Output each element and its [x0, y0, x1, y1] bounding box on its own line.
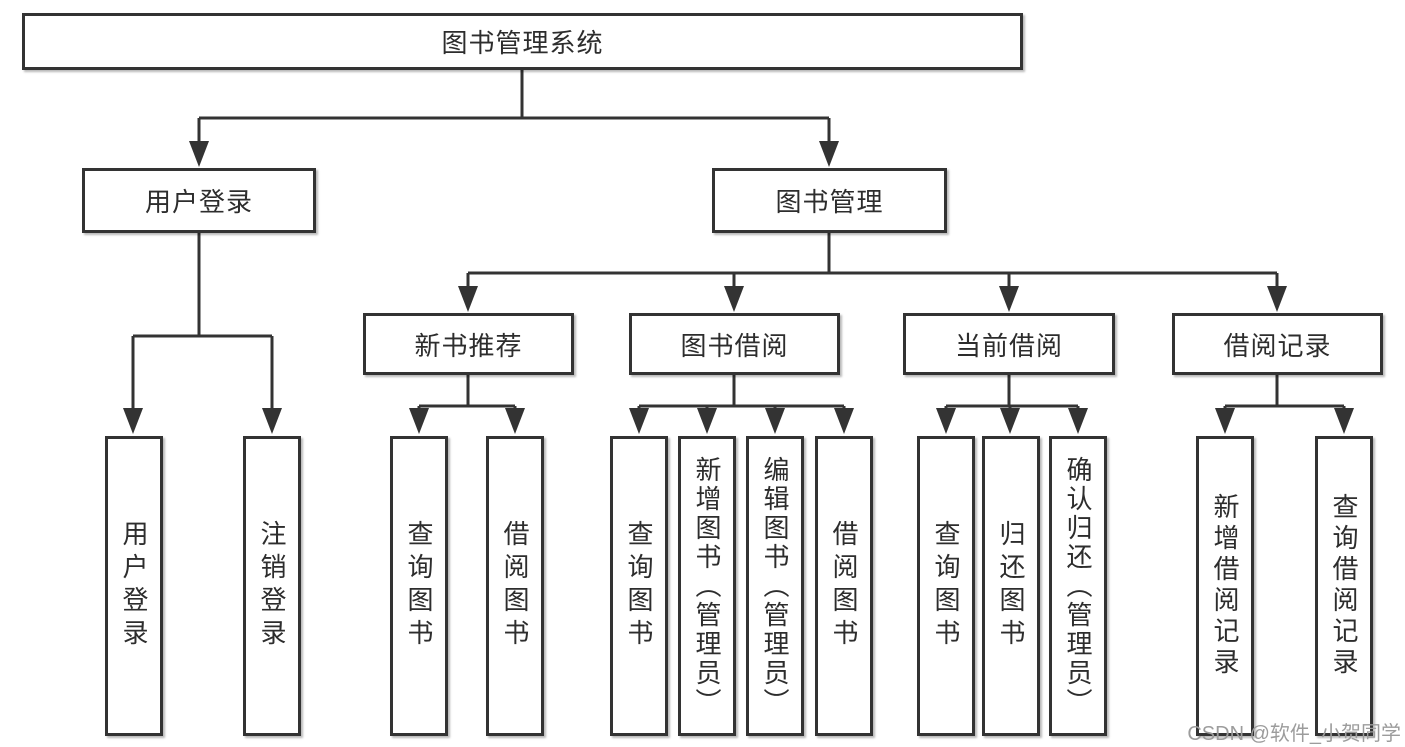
- leaf-label: 确认归还（管理员）: [1063, 455, 1093, 717]
- connectors-new-book: [409, 375, 525, 434]
- node-library-system: 图书管理系统: [22, 13, 1023, 70]
- leaf-confirm-return-admin: 确认归还（管理员）: [1049, 436, 1107, 736]
- leaf-label: 借阅图书: [500, 520, 530, 652]
- connectors-borrow-records: [1215, 375, 1354, 434]
- leaf-label: 编辑图书（管理员）: [760, 455, 790, 717]
- leaf-label: 查询图书: [404, 520, 434, 652]
- leaf-label: 新增图书（管理员）: [692, 455, 722, 717]
- leaf-label: 查询图书: [624, 520, 654, 652]
- leaf-add-books-admin: 新增图书（管理员）: [678, 436, 736, 736]
- leaf-logout-login: 注销登录: [243, 436, 301, 736]
- leaf-borrow-books-1: 借阅图书: [486, 436, 544, 736]
- leaf-add-borrow-record: 新增借阅记录: [1196, 436, 1254, 736]
- leaf-user-login: 用户登录: [105, 436, 163, 736]
- csdn-watermark: CSDN @软件_小贺同学: [1187, 723, 1401, 745]
- connectors-user-login: [123, 233, 282, 434]
- node-book-borrowing: 图书借阅: [629, 313, 840, 375]
- node-new-book-recommendation: 新书推荐: [363, 313, 574, 375]
- leaf-return-books: 归还图书: [982, 436, 1040, 736]
- leaf-query-books-1: 查询图书: [390, 436, 448, 736]
- leaf-query-books-3: 查询图书: [917, 436, 975, 736]
- leaf-borrow-books-2: 借阅图书: [815, 436, 873, 736]
- connectors-book-borrow: [629, 375, 854, 434]
- leaf-label: 查询图书: [931, 520, 961, 652]
- leaf-label: 归还图书: [996, 520, 1026, 652]
- node-book-management: 图书管理: [712, 168, 947, 233]
- node-current-borrowing: 当前借阅: [903, 313, 1115, 375]
- connectors-root: [189, 70, 839, 167]
- leaf-label: 注销登录: [257, 520, 287, 652]
- node-user-login: 用户登录: [82, 168, 316, 233]
- leaf-label: 新增借阅记录: [1210, 493, 1240, 679]
- leaf-label: 查询借阅记录: [1329, 493, 1359, 679]
- connectors-book-management: [458, 233, 1287, 312]
- leaf-edit-books-admin: 编辑图书（管理员）: [746, 436, 804, 736]
- leaf-query-books-2: 查询图书: [610, 436, 668, 736]
- leaf-label: 用户登录: [119, 520, 149, 652]
- connectors-current-borrow: [936, 375, 1088, 434]
- node-borrowing-records: 借阅记录: [1172, 313, 1383, 375]
- leaf-query-borrow-record: 查询借阅记录: [1315, 436, 1373, 736]
- leaf-label: 借阅图书: [829, 520, 859, 652]
